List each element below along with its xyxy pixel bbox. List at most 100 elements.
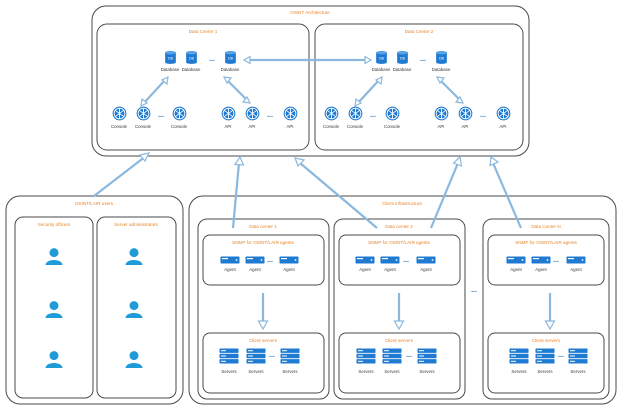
agent-label: Agent xyxy=(249,267,261,272)
database-label: Database xyxy=(182,67,201,72)
agents-box xyxy=(202,234,325,286)
agents-box xyxy=(487,234,605,286)
server-icon xyxy=(568,348,588,364)
database-icon xyxy=(165,50,176,64)
datacenter-2-title: Data Center 2 xyxy=(405,29,434,34)
connector xyxy=(489,155,523,229)
console-ellipsis: ... xyxy=(158,112,164,119)
site-ellipsis: ... xyxy=(471,287,477,294)
agent-label: Agent xyxy=(359,267,371,272)
server-ellipsis: ... xyxy=(269,352,275,359)
server-label: Servers xyxy=(358,369,374,374)
agent-icon xyxy=(506,256,526,264)
agent-ellipsis: ... xyxy=(553,257,559,264)
connector xyxy=(294,157,378,229)
users-column-title: Server administrators xyxy=(114,222,158,227)
api-label: API xyxy=(437,124,444,129)
api-ellipsis: ... xyxy=(267,112,273,119)
database-icon xyxy=(186,50,197,64)
users-title: OSINT/LAIR users xyxy=(75,201,114,206)
client-infrastructure-container xyxy=(188,195,617,405)
user-icon xyxy=(125,351,143,368)
database-label: Database xyxy=(221,67,240,72)
client-site-title: Data center 1 xyxy=(249,224,277,229)
agent-icon xyxy=(416,256,436,264)
client-site-box xyxy=(197,218,330,400)
api-icon xyxy=(245,106,260,121)
user-icon xyxy=(45,351,63,368)
database-icon xyxy=(376,50,387,64)
database-icon xyxy=(225,50,236,64)
server-ellipsis: ... xyxy=(406,352,412,359)
servers-box xyxy=(202,332,325,394)
agent-icon xyxy=(380,256,400,264)
console-icon xyxy=(112,106,127,121)
server-label: Servers xyxy=(570,369,586,374)
console-icon xyxy=(172,106,187,121)
console-label: Console xyxy=(323,124,340,129)
connector xyxy=(544,293,556,331)
console-label: Console xyxy=(171,124,188,129)
server-ellipsis: ... xyxy=(558,352,564,359)
agent-icon xyxy=(531,256,551,264)
connector xyxy=(429,155,463,229)
database-label: Database xyxy=(161,67,180,72)
agents-title: SNMP for OSINT/LAIR agents xyxy=(368,240,430,245)
server-label: Servers xyxy=(511,369,527,374)
agent-label: Agent xyxy=(283,267,295,272)
user-icon xyxy=(125,301,143,318)
agent-icon xyxy=(279,256,299,264)
agent-icon xyxy=(220,256,240,264)
agent-label: Agent xyxy=(535,267,547,272)
agents-box xyxy=(338,234,461,286)
client-infrastructure-title: Client infrastructure xyxy=(382,201,422,206)
connector xyxy=(393,293,405,331)
server-icon xyxy=(219,348,239,364)
server-icon xyxy=(246,348,266,364)
agent-ellipsis: ... xyxy=(403,257,409,264)
datacenter-2-box xyxy=(314,23,524,151)
console-label: Console xyxy=(347,124,364,129)
server-label: Servers xyxy=(282,369,298,374)
user-icon xyxy=(125,248,143,265)
console-icon xyxy=(324,106,339,121)
users-column-box xyxy=(14,216,94,399)
console-label: Console xyxy=(135,124,152,129)
servers-box xyxy=(487,332,605,394)
api-icon xyxy=(496,106,511,121)
api-label: API xyxy=(224,124,231,129)
api-label: API xyxy=(286,124,293,129)
server-label: Servers xyxy=(221,369,237,374)
console-icon xyxy=(348,106,363,121)
server-label: Servers xyxy=(537,369,553,374)
server-icon xyxy=(509,348,529,364)
database-ellipsis: ... xyxy=(420,56,426,63)
server-label: Servers xyxy=(419,369,435,374)
database-ellipsis: ... xyxy=(209,56,215,63)
api-ellipsis: ... xyxy=(480,112,486,119)
console-label: Console xyxy=(384,124,401,129)
users-container xyxy=(5,195,184,405)
api-icon xyxy=(434,106,449,121)
console-label: Console xyxy=(111,124,128,129)
api-label: API xyxy=(248,124,255,129)
server-icon xyxy=(535,348,555,364)
connector xyxy=(435,76,465,104)
connector xyxy=(222,76,252,104)
api-label: API xyxy=(461,124,468,129)
api-icon xyxy=(458,106,473,121)
servers-title: Client servers xyxy=(249,338,278,343)
users-column-box xyxy=(96,216,177,399)
agents-title: SNMP for OSINT/LAIR agents xyxy=(515,240,577,245)
user-icon xyxy=(45,301,63,318)
console-ellipsis: ... xyxy=(370,112,376,119)
agent-label: Agent xyxy=(384,267,396,272)
agent-icon xyxy=(245,256,265,264)
client-site-box xyxy=(333,218,466,400)
agent-icon xyxy=(355,256,375,264)
agent-icon xyxy=(566,256,586,264)
agent-label: Agent xyxy=(510,267,522,272)
server-icon xyxy=(417,348,437,364)
architecture-container xyxy=(91,5,530,157)
